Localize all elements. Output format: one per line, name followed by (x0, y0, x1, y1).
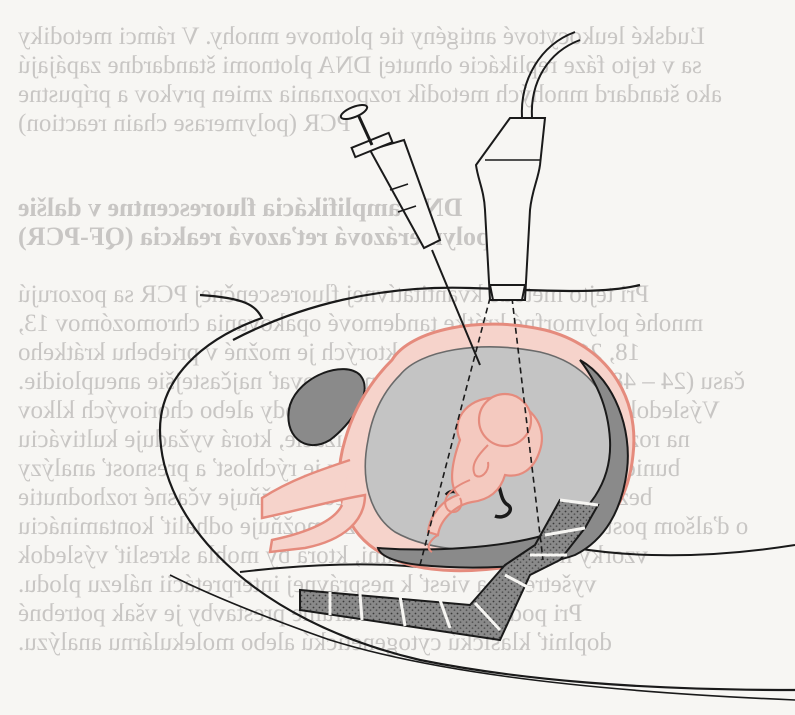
ultrasound-probe-icon (476, 32, 580, 300)
fetus-head (479, 394, 531, 446)
syringe-icon (339, 102, 440, 248)
